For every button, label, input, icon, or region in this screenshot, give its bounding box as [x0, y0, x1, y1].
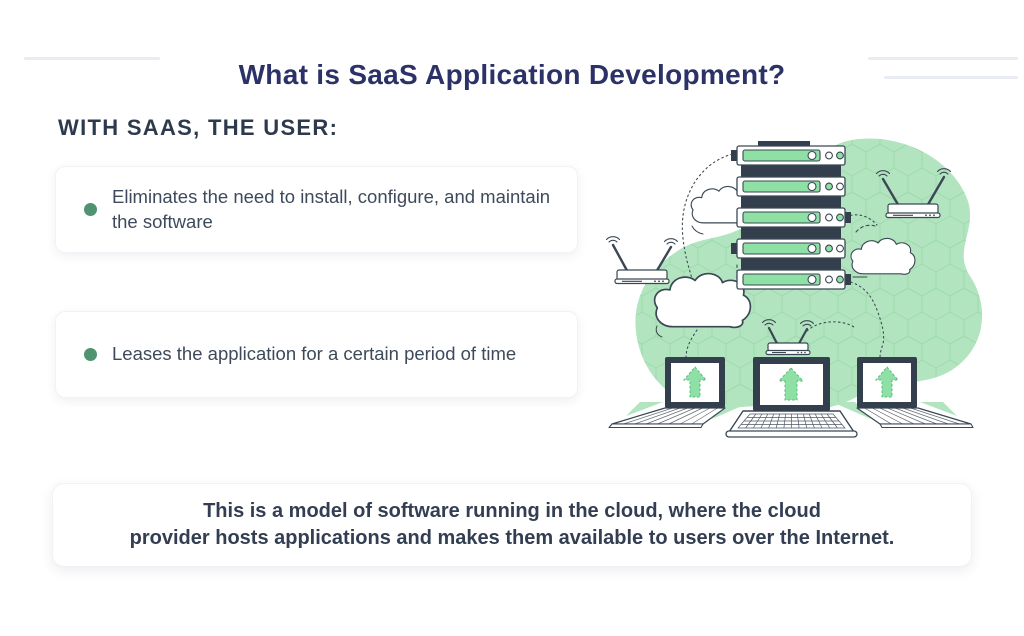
cloud-icons: [653, 185, 916, 338]
server-unit: [736, 207, 846, 228]
header-divider-left: [24, 57, 160, 60]
server-rack-icon: [731, 141, 851, 290]
header-divider-right-1: [868, 57, 1018, 60]
benefit-text-1: Eliminates the need to install, configur…: [112, 186, 551, 232]
saas-illustration: [605, 138, 983, 438]
laptop-icon: [608, 357, 726, 429]
upload-arrow-icon: [777, 367, 805, 401]
section-heading: WITH SAAS, THE USER:: [58, 115, 339, 140]
summary-card: This is a model of software running in t…: [52, 483, 972, 567]
page-title: What is SaaS Application Development?: [238, 58, 786, 90]
laptop-icon: [725, 357, 858, 438]
wifi-router-icon: [875, 168, 952, 219]
wifi-router-icon: [605, 236, 679, 285]
benefit-text-2: Leases the application for a certain per…: [112, 343, 517, 365]
server-unit: [736, 269, 846, 290]
header-divider-right-2: [884, 76, 1018, 79]
server-unit: [736, 238, 846, 259]
upload-arrow-icon: [682, 366, 708, 398]
upload-arrow-icon: [874, 366, 900, 398]
summary-text-line-2: provider hosts applications and makes th…: [129, 527, 895, 549]
benefit-card-2: Leases the application for a certain per…: [55, 311, 578, 398]
wifi-router-icon: [761, 319, 815, 356]
laptop-icon: [856, 357, 974, 429]
server-unit: [736, 145, 846, 166]
benefit-card-1: Eliminates the need to install, configur…: [55, 166, 578, 253]
summary-text-line-1: This is a model of software running in t…: [203, 499, 821, 522]
bullet-dot-icon: [84, 203, 97, 216]
green-wedges: [626, 402, 957, 419]
server-unit: [736, 176, 846, 197]
bullet-dot-icon: [84, 348, 97, 361]
